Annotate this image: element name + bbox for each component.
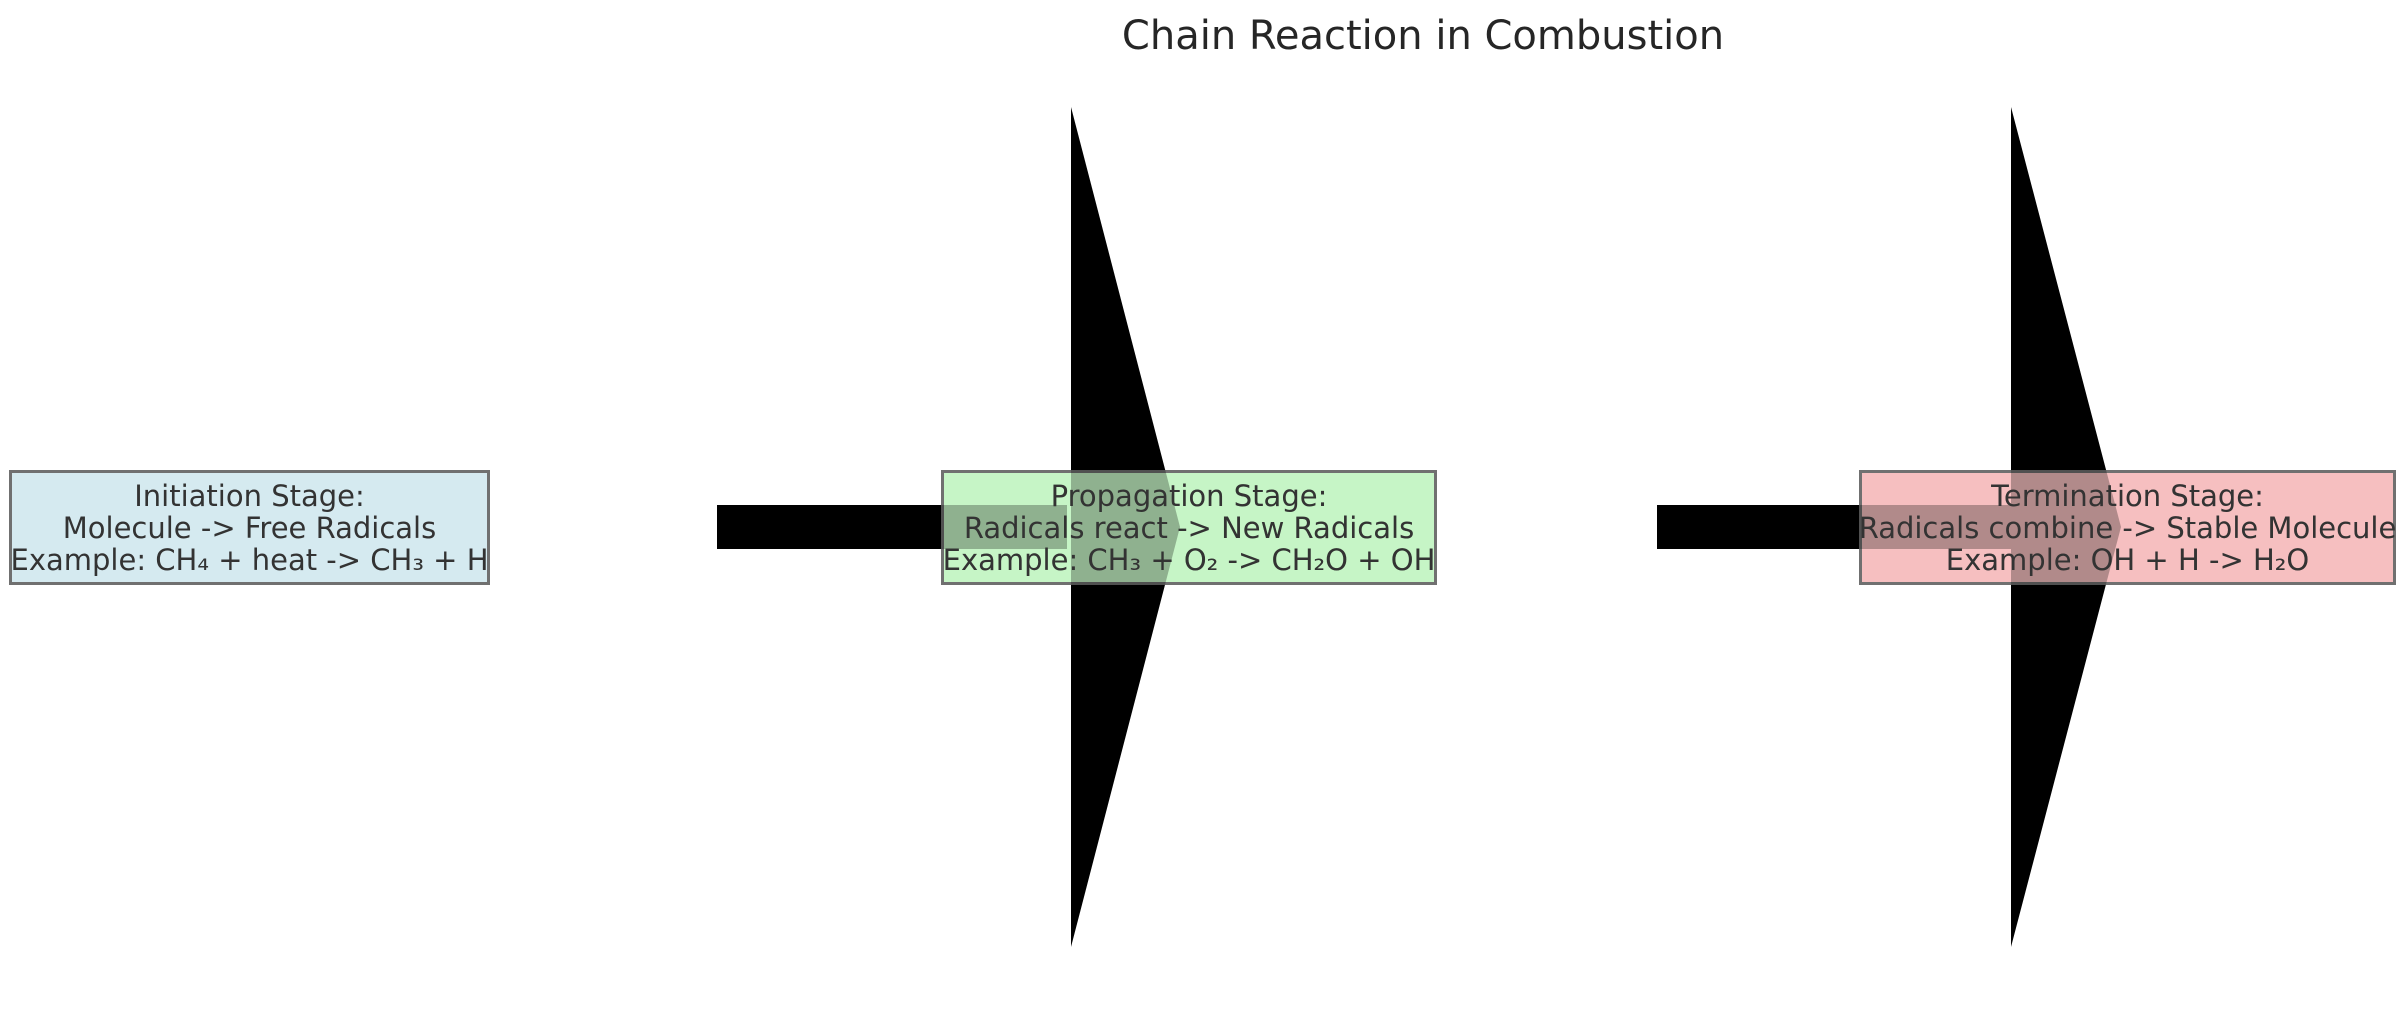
stage-description-propagation-top: Radicals react -> New Radicals	[963, 510, 1415, 545]
stage-heading-initiation: Initiation Stage:	[134, 478, 365, 513]
stage-heading-termination-top: Termination Stage:	[1991, 478, 2264, 513]
stage-description-initiation: Molecule -> Free Radicals	[62, 510, 437, 545]
stage-heading-propagation-top: Propagation Stage:	[1050, 478, 1328, 513]
stage-overlay-propagation	[941, 470, 1437, 585]
stage-example-propagation-top: Example: CH₃ + O₂ -> CH₂O + OH	[942, 542, 1436, 577]
stage-overlay-termination	[1859, 470, 2396, 585]
stage-description-termination-top: Radicals combine -> Stable Molecule	[1858, 510, 2397, 545]
stage-box-initiation: Initiation Stage: Molecule -> Free Radic…	[9, 470, 490, 585]
stage-text-layer-propagation: Propagation Stage: Radicals react -> New…	[941, 470, 1437, 585]
stage-text-layer-termination: Termination Stage: Radicals combine -> S…	[1858, 470, 2397, 585]
stage-example-initiation: Example: CH₄ + heat -> CH₃ + H	[10, 542, 489, 577]
stage-example-termination-top: Example: OH + H -> H₂O	[1945, 542, 2310, 577]
